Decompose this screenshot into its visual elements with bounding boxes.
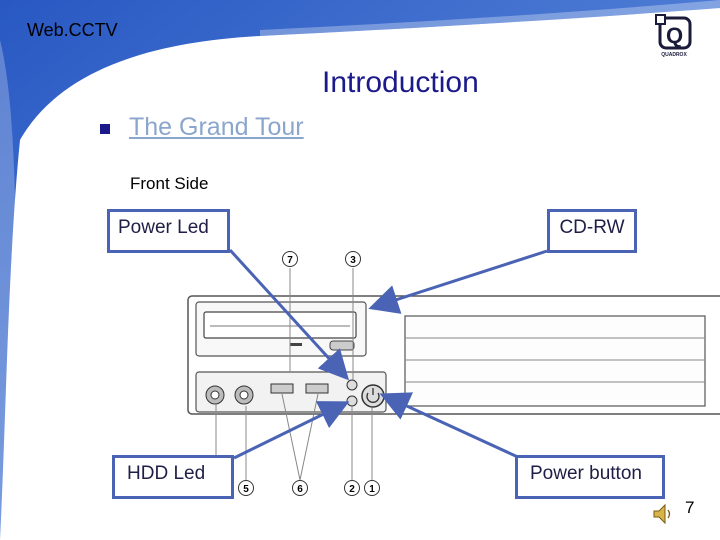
brand-name: Web.CCTV [27,20,118,40]
callout-cdrw: CD-RW [547,209,637,253]
svg-text:2: 2 [349,484,355,495]
number-badge-5: 5 [238,480,254,496]
callout-power-led: Power Led [107,209,230,253]
speaker-icon[interactable] [652,502,674,526]
quadrox-logo-icon: Q QUADROX [655,14,692,58]
slide-title: Introduction [322,66,479,99]
number-badge-1: 1 [364,480,380,496]
logo-letter: Q [666,23,683,48]
page-number: 7 [685,498,695,517]
front-side-heading: Front Side [130,174,209,193]
callout-hdd-led: HDD Led [112,455,234,499]
svg-text:1: 1 [369,484,375,495]
bullet-square-icon [100,124,110,134]
svg-text:6: 6 [297,484,303,495]
svg-text:3: 3 [350,255,356,266]
arrow-power-led [228,248,350,381]
svg-text:7: 7 [287,255,293,266]
svg-text:5: 5 [243,484,249,495]
arrow-power-button [379,392,521,460]
number-badge-6: 6 [292,480,308,496]
callout-power-button: Power button [515,455,665,499]
number-badge-2: 2 [344,480,360,496]
arrow-hdd-led [233,401,350,460]
number-badge-7: 7 [282,251,298,267]
logo-wordmark: QUADROX [661,52,687,58]
grand-tour-link[interactable]: The Grand Tour [129,113,304,141]
arrow-cdrw [368,249,548,314]
number-badge-3: 3 [345,251,361,267]
